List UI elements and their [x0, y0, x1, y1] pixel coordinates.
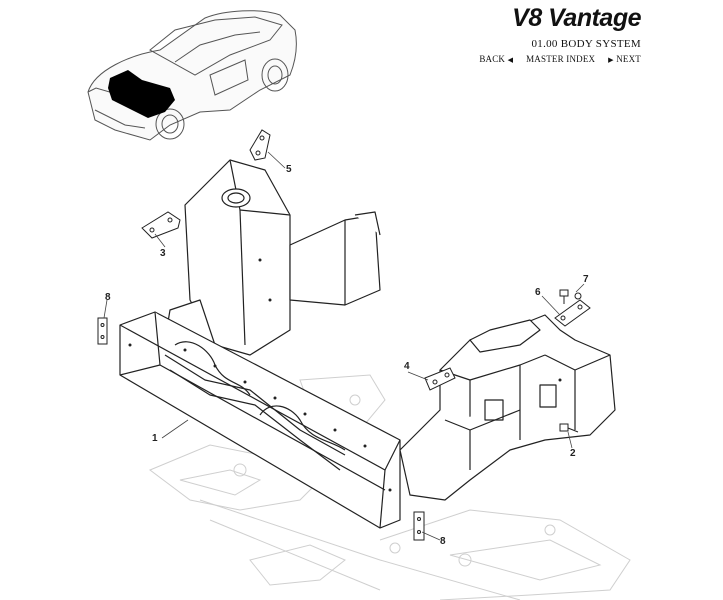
bolt-7: [559, 289, 582, 304]
section-title: 01.00 BODY SYSTEM: [531, 38, 641, 50]
nav-bar: BACK ◀ MASTER INDEX ▶ NEXT: [479, 54, 641, 64]
arrow-right-icon: ▶: [608, 56, 614, 64]
plate-8-bottom: [413, 511, 425, 541]
callout-7[interactable]: 7: [583, 274, 589, 285]
callout-6[interactable]: 6: [535, 287, 541, 298]
next-link[interactable]: ▶ NEXT: [608, 54, 641, 64]
back-label: BACK: [479, 54, 506, 64]
callout-8-left[interactable]: 8: [105, 292, 111, 303]
callout-2[interactable]: 2: [570, 448, 576, 459]
callout-4[interactable]: 4: [404, 361, 410, 372]
callout-1[interactable]: 1: [152, 433, 158, 444]
callout-5[interactable]: 5: [286, 164, 292, 175]
back-link[interactable]: BACK ◀: [479, 54, 513, 64]
header: V8 Vantage 01.00 BODY SYSTEM: [512, 4, 641, 50]
bracket-6: [554, 299, 591, 327]
plate-8-left: [97, 317, 108, 345]
beam-holes: [128, 258, 562, 492]
next-label: NEXT: [616, 54, 641, 64]
master-index-link[interactable]: MASTER INDEX: [526, 54, 596, 64]
bracket-4: [424, 367, 456, 391]
bolt-2: [559, 423, 579, 433]
front-frame-assembly: [119, 159, 616, 529]
highlight-region-icon: [108, 70, 175, 118]
bracket-5: [249, 129, 271, 161]
callout-8-bottom[interactable]: 8: [440, 536, 446, 547]
callout-3[interactable]: 3: [160, 248, 166, 259]
bracket-3: [141, 211, 181, 239]
leader-lines: [103, 151, 585, 541]
model-title: V8 Vantage: [512, 4, 641, 32]
arrow-left-icon: ◀: [507, 56, 514, 64]
